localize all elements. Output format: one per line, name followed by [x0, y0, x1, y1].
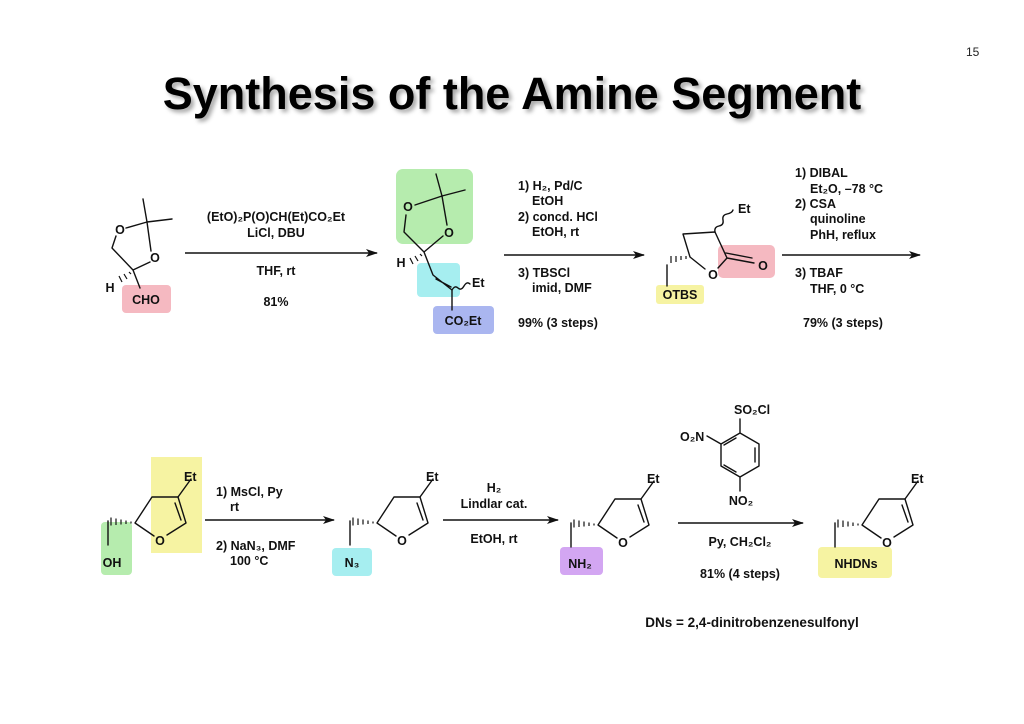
- highlight-dihydrofuran: [151, 457, 202, 553]
- group-otbs: OTBS: [663, 288, 698, 302]
- group-nhdns: NHDNs: [834, 557, 877, 571]
- group-no2: NO₂: [729, 494, 753, 508]
- molecule-aldehyde: O O H CHO: [105, 198, 173, 313]
- footnote: DNs = 2,4-dinitrobenzenesulfonyl: [645, 615, 858, 630]
- group-et: Et: [426, 470, 439, 484]
- atom-o: O: [150, 251, 160, 265]
- atom-o: O: [708, 268, 718, 282]
- highlight-acetonide: [396, 169, 473, 244]
- group-so2cl: SO₂Cl: [734, 403, 770, 417]
- highlight-n3: [332, 548, 372, 576]
- group-et: Et: [184, 470, 197, 484]
- reagent-text: EtOH, rt: [532, 225, 580, 239]
- reaction-step-5: H₂ Lindlar cat. EtOH, rt: [443, 481, 546, 546]
- group-et: Et: [911, 472, 924, 486]
- atom-o: O: [115, 223, 125, 237]
- reagent-text: 3) TBAF: [795, 266, 843, 280]
- group-o2n: O₂N: [680, 430, 704, 444]
- reagent-text: THF, 0 °C: [810, 282, 864, 296]
- yield-text: 81%: [263, 295, 288, 309]
- molecule-sulfonamide: O Et NHDNs: [818, 472, 924, 578]
- molecule-ester: O O H Et CO₂Et: [396, 169, 494, 334]
- molecule-dnscl: SO₂Cl O₂N NO₂: [680, 403, 770, 508]
- condition-text: Py, CH₂Cl₂: [709, 535, 772, 549]
- group-et: Et: [472, 276, 485, 290]
- highlight-oh: [101, 522, 132, 575]
- molecule-alcohol: O Et OH: [101, 457, 202, 575]
- reagent-text: 2) concd. HCl: [518, 210, 598, 224]
- molecule-amine: O Et NH₂: [560, 472, 660, 575]
- group-co2et: CO₂Et: [445, 314, 483, 328]
- highlight-nh2: [560, 547, 603, 575]
- reagent-text: 100 °C: [230, 554, 268, 568]
- molecule-azide: O Et N₃: [332, 470, 439, 576]
- molecule-lactone: O O Et OTBS: [656, 202, 775, 304]
- reagent-text: 1) DIBAL: [795, 166, 848, 180]
- reaction-step-4: 1) MsCl, Py rt 2) NaN₃, DMF 100 °C: [205, 485, 335, 568]
- reagent-text: LiCl, DBU: [247, 226, 305, 240]
- group-et: Et: [738, 202, 751, 216]
- reaction-step-3: 1) DIBAL Et₂O, –78 °C 2) CSA quinoline P…: [782, 166, 921, 330]
- atom-o: O: [444, 226, 454, 240]
- reaction-step-2: 1) H₂, Pd/C EtOH 2) concd. HCl EtOH, rt …: [504, 179, 645, 330]
- slide-title: Synthesis of the Amine Segment: [163, 68, 861, 119]
- atom-h: H: [105, 281, 114, 295]
- highlight-cho: [122, 285, 171, 313]
- reagent-text: 1) MsCl, Py: [216, 485, 283, 499]
- yield-text: 99% (3 steps): [518, 316, 598, 330]
- reagent-text: Et₂O, –78 °C: [810, 182, 883, 196]
- atom-h: H: [396, 256, 405, 270]
- reagent-text: imid, DMF: [532, 281, 592, 295]
- atom-o: O: [397, 534, 407, 548]
- highlight-nhdns: [818, 547, 892, 578]
- highlight-otbs: [656, 285, 704, 304]
- reagent-text: 1) H₂, Pd/C: [518, 179, 583, 193]
- group-n3: N₃: [345, 556, 360, 570]
- reagent-text: EtOH: [532, 194, 563, 208]
- atom-o: O: [155, 534, 165, 548]
- reaction-step-1: (EtO)₂P(O)CH(Et)CO₂Et LiCl, DBU THF, rt …: [185, 210, 378, 309]
- condition-text: THF, rt: [257, 264, 297, 278]
- reagent-text: rt: [230, 500, 240, 514]
- reagent-text: H₂: [487, 481, 502, 495]
- yield-text: 81% (4 steps): [700, 567, 780, 581]
- reagent-text: 2) CSA: [795, 197, 836, 211]
- group-oh: OH: [103, 556, 122, 570]
- yield-text: 79% (3 steps): [803, 316, 883, 330]
- page-number: 15: [966, 45, 980, 59]
- reagent-text: 2) NaN₃, DMF: [216, 539, 296, 553]
- reagent-text: (EtO)₂P(O)CH(Et)CO₂Et: [207, 210, 346, 224]
- group-nh2: NH₂: [568, 557, 592, 571]
- reagent-text: quinoline: [810, 212, 866, 226]
- group-cho: CHO: [132, 293, 160, 307]
- atom-o: O: [882, 536, 892, 550]
- reagent-text: PhH, reflux: [810, 228, 876, 242]
- highlight-ester: [433, 306, 494, 334]
- atom-o: O: [403, 200, 413, 214]
- reagent-text: Lindlar cat.: [461, 497, 528, 511]
- condition-text: EtOH, rt: [470, 532, 518, 546]
- atom-o: O: [758, 259, 768, 273]
- reaction-step-6: Py, CH₂Cl₂ 81% (4 steps): [678, 519, 804, 581]
- group-et: Et: [647, 472, 660, 486]
- atom-o: O: [618, 536, 628, 550]
- reagent-text: 3) TBSCl: [518, 266, 570, 280]
